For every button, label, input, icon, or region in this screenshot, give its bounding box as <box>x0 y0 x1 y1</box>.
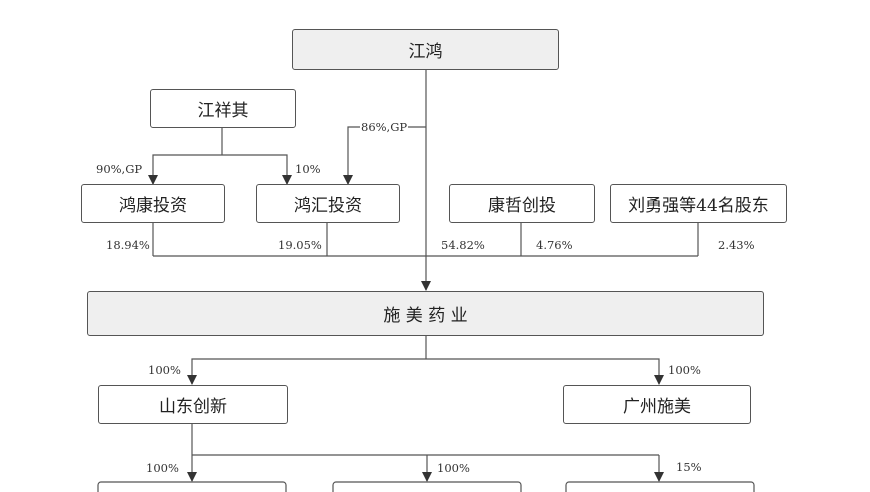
node-hongkang: 鸿康投资 <box>81 184 225 223</box>
label-jh-shimei: 54.82% <box>441 238 485 252</box>
jiangxiangqi-to-honghui <box>222 154 292 185</box>
node-shandong: 山东创新 <box>98 385 288 424</box>
child-box-2 <box>332 481 522 492</box>
label-hongkang-shimei: 18.94% <box>106 238 150 252</box>
shimei-to-guangzhou <box>426 358 664 385</box>
node-honghui: 鸿汇投资 <box>256 184 400 223</box>
label-shandong-child2: 100% <box>437 461 470 475</box>
node-guangzhou: 广州施美 <box>563 385 751 424</box>
label-jxq-hongkang: 90%,GP <box>96 162 143 176</box>
shimei-to-shandong <box>187 358 426 385</box>
child-box-1 <box>97 481 287 492</box>
jiangxiangqi-to-hongkang <box>148 154 222 185</box>
label-shimei-guangzhou: 100% <box>668 363 701 377</box>
node-jiangxiangqi: 江祥其 <box>150 89 296 128</box>
label-jh-honghui: 86%,GP <box>360 120 409 134</box>
label-kangzhe-shimei: 4.76% <box>536 238 573 252</box>
label-shandong-child3: 15% <box>676 460 702 474</box>
node-jianghong: 江鸿 <box>292 29 559 70</box>
label-shandong-child1: 100% <box>146 461 179 475</box>
label-honghui-shimei: 19.05% <box>278 238 322 252</box>
label-shimei-shandong: 100% <box>148 363 181 377</box>
label-liu-shimei: 2.43% <box>718 238 755 252</box>
child-box-3 <box>565 481 755 492</box>
node-kangzhe: 康哲创投 <box>449 184 595 223</box>
node-liuyongqiang: 刘勇强等44名股东 <box>610 184 787 223</box>
label-jxq-honghui: 10% <box>295 162 321 176</box>
jianghong-to-honghui <box>343 126 426 185</box>
node-shimei: 施 美 药 业 <box>87 291 764 336</box>
